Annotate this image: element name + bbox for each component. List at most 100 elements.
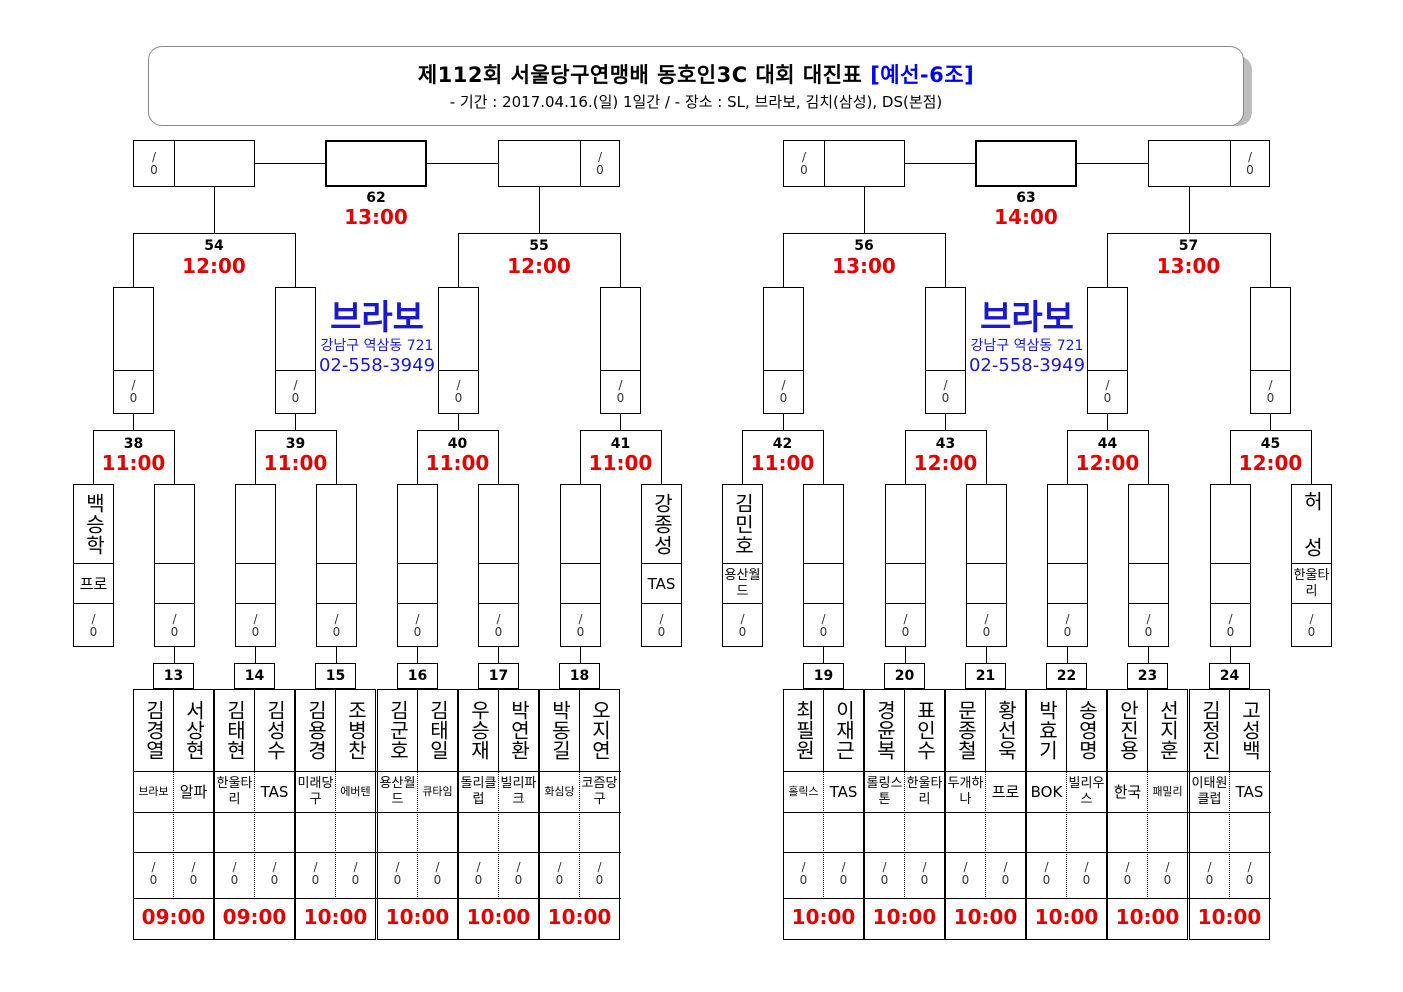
- bracket-line: [986, 430, 987, 485]
- name-club-divider: [1026, 771, 1108, 772]
- quarter-match-number: 40: [447, 436, 468, 452]
- club-blank-divider: [864, 812, 946, 813]
- score-placeholder: /0: [351, 860, 360, 887]
- bracket-line: [174, 430, 175, 485]
- bracket-line: [1311, 430, 1312, 485]
- quarter-player-slot: [885, 484, 926, 564]
- score-placeholder: /0: [230, 860, 239, 887]
- player-club: 빌리우스: [1068, 775, 1105, 807]
- score-placeholder: /0: [514, 860, 523, 887]
- final-right-slot: [1148, 140, 1231, 187]
- score-placeholder: /0: [595, 860, 604, 887]
- name-club-divider: [214, 771, 296, 772]
- score-placeholder: /0: [839, 860, 848, 887]
- score-placeholder: /0: [880, 860, 889, 887]
- quarter-player-slot: [803, 484, 844, 564]
- title-main: 제112회 서울당구연맹배 동호인3C 대회 대진표: [417, 63, 863, 87]
- final-right-score: [580, 140, 620, 187]
- semi-player-slot: [1250, 287, 1291, 371]
- bracket-line: [742, 430, 743, 485]
- score-placeholder: /0: [657, 612, 666, 639]
- final-winner-slot: [325, 140, 427, 187]
- semi-match-time: 12:00: [507, 254, 571, 278]
- player-club: 알파: [179, 782, 208, 801]
- player-name: 문종철: [954, 700, 978, 760]
- bracket-line: [93, 430, 175, 431]
- score-placeholder: /0: [901, 612, 910, 639]
- quarter-club-slot: [397, 563, 438, 604]
- first-round-number-box: [397, 663, 438, 689]
- player-name: 황선욱: [994, 700, 1018, 760]
- seed-player-name-text: 김민호: [731, 492, 755, 556]
- final-left-slot: [174, 140, 255, 187]
- bracket-line: [580, 430, 581, 485]
- bracket-line: [427, 163, 499, 164]
- seed-player-club-text: TAS: [647, 574, 676, 593]
- seed-player-name-text: 허 성: [1300, 490, 1324, 558]
- player-name: 김경열: [142, 700, 166, 760]
- quarter-match-number: 42: [772, 436, 793, 452]
- blank-score-divider: [1189, 852, 1271, 853]
- score-placeholder: /0: [1063, 612, 1072, 639]
- score-placeholder: /0: [961, 860, 970, 887]
- score-placeholder: /0: [150, 150, 158, 177]
- seed-player-club-text: 한울타리: [1293, 567, 1330, 599]
- score-placeholder: /0: [1042, 860, 1051, 887]
- player-divider: [1229, 689, 1230, 772]
- player-club: 두개하나: [947, 775, 984, 807]
- first-round-time: 09:00: [222, 905, 287, 929]
- quarter-score-box: [560, 603, 601, 647]
- final-left-score: [783, 140, 825, 187]
- player-name: 조병찬: [344, 700, 368, 760]
- bracket-line: [458, 233, 621, 234]
- score-placeholder: /0: [596, 150, 604, 177]
- player-divider-dashed: [904, 771, 905, 899]
- name-club-divider: [295, 771, 377, 772]
- bracket-line: [864, 187, 865, 234]
- player-divider: [254, 689, 255, 772]
- score-time-divider: [945, 898, 1027, 899]
- bracket-line: [214, 187, 215, 234]
- player-name: 김정진: [1198, 700, 1222, 760]
- bracket-line: [417, 430, 418, 485]
- seed-player-club: [1291, 563, 1332, 604]
- bracket-line: [1230, 430, 1312, 431]
- semi-player-slot: [925, 287, 966, 371]
- player-divider: [173, 689, 174, 772]
- player-club: 화심당: [544, 784, 575, 798]
- quarter-score-box: [316, 603, 357, 647]
- seed-score-box: [1291, 603, 1332, 647]
- name-club-divider: [783, 771, 865, 772]
- player-name: 고성백: [1238, 700, 1262, 760]
- first-round-match-number: 21: [975, 668, 996, 684]
- quarter-score-box: [1047, 603, 1088, 647]
- semi-score-box: [1087, 370, 1128, 414]
- semi-score-box: [438, 370, 479, 414]
- quarter-club-slot: [803, 563, 844, 604]
- quarter-player-slot: [1047, 484, 1088, 564]
- quarter-player-slot: [478, 484, 519, 564]
- bracket-line: [498, 430, 499, 485]
- first-round-time: 10:00: [872, 905, 937, 929]
- quarter-score-box: [803, 603, 844, 647]
- first-round-number-box: [315, 663, 356, 689]
- seed-player-name-text: 강종성: [650, 492, 674, 556]
- player-divider-dashed: [498, 771, 499, 899]
- player-name: 김군호: [386, 700, 410, 760]
- name-club-divider: [539, 771, 621, 772]
- club-blank-divider: [295, 812, 377, 813]
- quarter-match-time: 12:00: [1238, 451, 1303, 475]
- first-round-match-number: 18: [569, 668, 590, 684]
- bracket-line: [295, 233, 296, 288]
- quarter-club-slot: [966, 563, 1007, 604]
- player-divider-dashed: [1147, 771, 1148, 899]
- score-placeholder: /0: [1205, 860, 1214, 887]
- club-blank-divider: [214, 812, 296, 813]
- player-club: 이태원클럽: [1191, 775, 1228, 807]
- seed-player-name: [1291, 484, 1332, 564]
- club-blank-divider: [377, 812, 459, 813]
- score-placeholder: /0: [393, 860, 402, 887]
- venue-name: 브라보: [980, 298, 1074, 338]
- semi-match-number: 55: [529, 238, 549, 254]
